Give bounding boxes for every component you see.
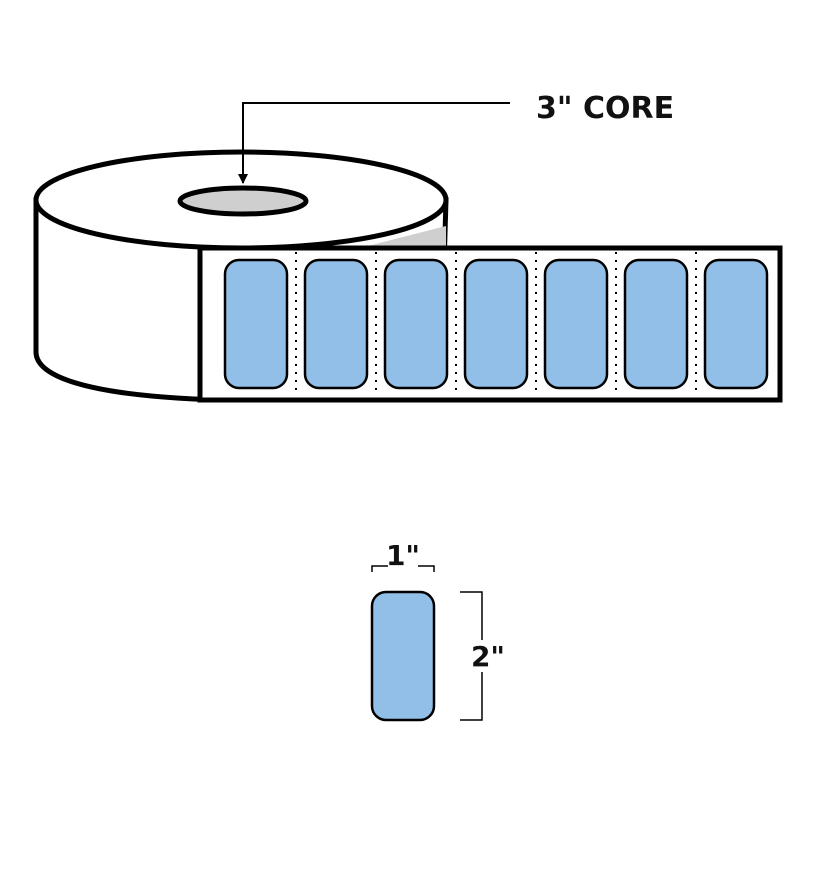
- core-size-label: 3" CORE: [536, 91, 674, 126]
- height-dimension-bracket: [460, 591, 483, 721]
- perforation-lines: [295, 252, 697, 396]
- roll-label-7: [703, 258, 769, 390]
- core-callout: 3" CORE: [238, 91, 674, 184]
- roll-label-6: [623, 258, 689, 390]
- roll-shadow: [360, 226, 446, 248]
- label-strip: [197, 245, 783, 403]
- roll-labels: [223, 258, 769, 390]
- roll-label-2: [303, 258, 369, 390]
- core-callout-leader: [242, 102, 510, 183]
- single-label: [370, 590, 436, 722]
- label-height-text: 2": [471, 640, 505, 673]
- roll-label-3: [383, 258, 449, 390]
- core-callout-arrowhead: [238, 174, 248, 184]
- roll-label-4: [463, 258, 529, 390]
- label-width-text: 1": [386, 539, 420, 572]
- core-hole: [177, 185, 309, 217]
- roll-label-1: [223, 258, 289, 390]
- roll-label-5: [543, 258, 609, 390]
- width-dimension-bracket: [371, 565, 435, 572]
- single-label-detail: 1" 2": [370, 539, 505, 722]
